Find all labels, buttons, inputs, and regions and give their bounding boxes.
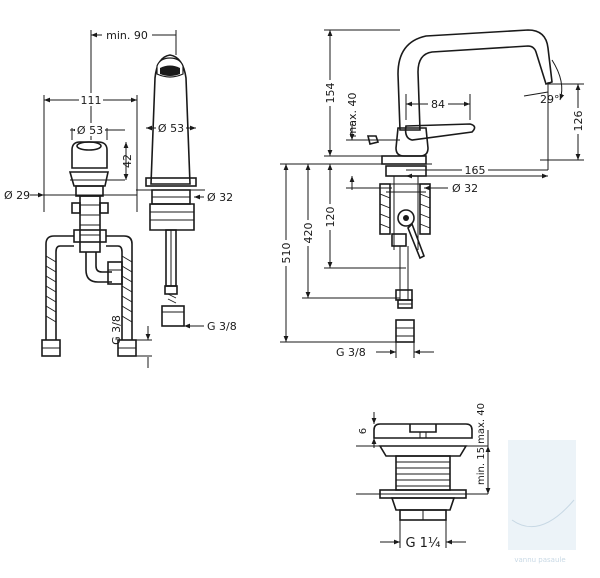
dim-84: 84 xyxy=(431,98,445,111)
dim-min15-max40: min. 15 max. 40 xyxy=(476,403,487,485)
dim-154: 154 xyxy=(324,83,337,104)
dim-120: 120 xyxy=(324,207,337,228)
dim-min-90: min. 90 xyxy=(106,29,148,42)
connection-set-view: 111 Ø 53 42 Ø 29 G 3/8 xyxy=(4,30,177,368)
spout-side-view: min. 90 Ø 53 Ø 32 G 3/8 xyxy=(91,28,237,333)
dim-126: 126 xyxy=(572,111,585,132)
dim-diameter-29: Ø 29 xyxy=(4,189,30,202)
dim-111: 111 xyxy=(81,94,102,107)
dim-angle-29: 29° xyxy=(540,93,560,106)
dim-diameter-32-right: Ø 32 xyxy=(452,182,478,195)
bath-brand-logo-icon xyxy=(508,440,576,550)
dim-165: 165 xyxy=(465,164,486,177)
watermark-text: vannu pasaule xyxy=(514,556,565,564)
dim-g38-left: G 3/8 xyxy=(110,315,123,345)
waste-valve-view: 6 min. 15 max. 40 G 1¼ xyxy=(356,403,491,551)
dim-g114: G 1¼ xyxy=(405,536,440,551)
dim-g38-middle: G 3/8 xyxy=(207,320,237,333)
dim-g38-right: G 3/8 xyxy=(336,346,366,359)
dim-diameter-53-right: Ø 53 xyxy=(158,122,184,135)
mixer-front-view: 154 max. 40 84 29° 126 165 Ø 32 120 420 xyxy=(278,29,585,359)
dim-6: 6 xyxy=(358,428,369,434)
dim-420: 420 xyxy=(302,223,315,244)
dim-510: 510 xyxy=(280,243,293,264)
dim-42: 42 xyxy=(121,154,134,168)
dim-diameter-53-left: Ø 53 xyxy=(77,124,103,137)
dim-diameter-32-left: Ø 32 xyxy=(207,191,233,204)
dim-max-40: max. 40 xyxy=(346,93,359,138)
watermark: vannu pasaule xyxy=(508,440,576,564)
